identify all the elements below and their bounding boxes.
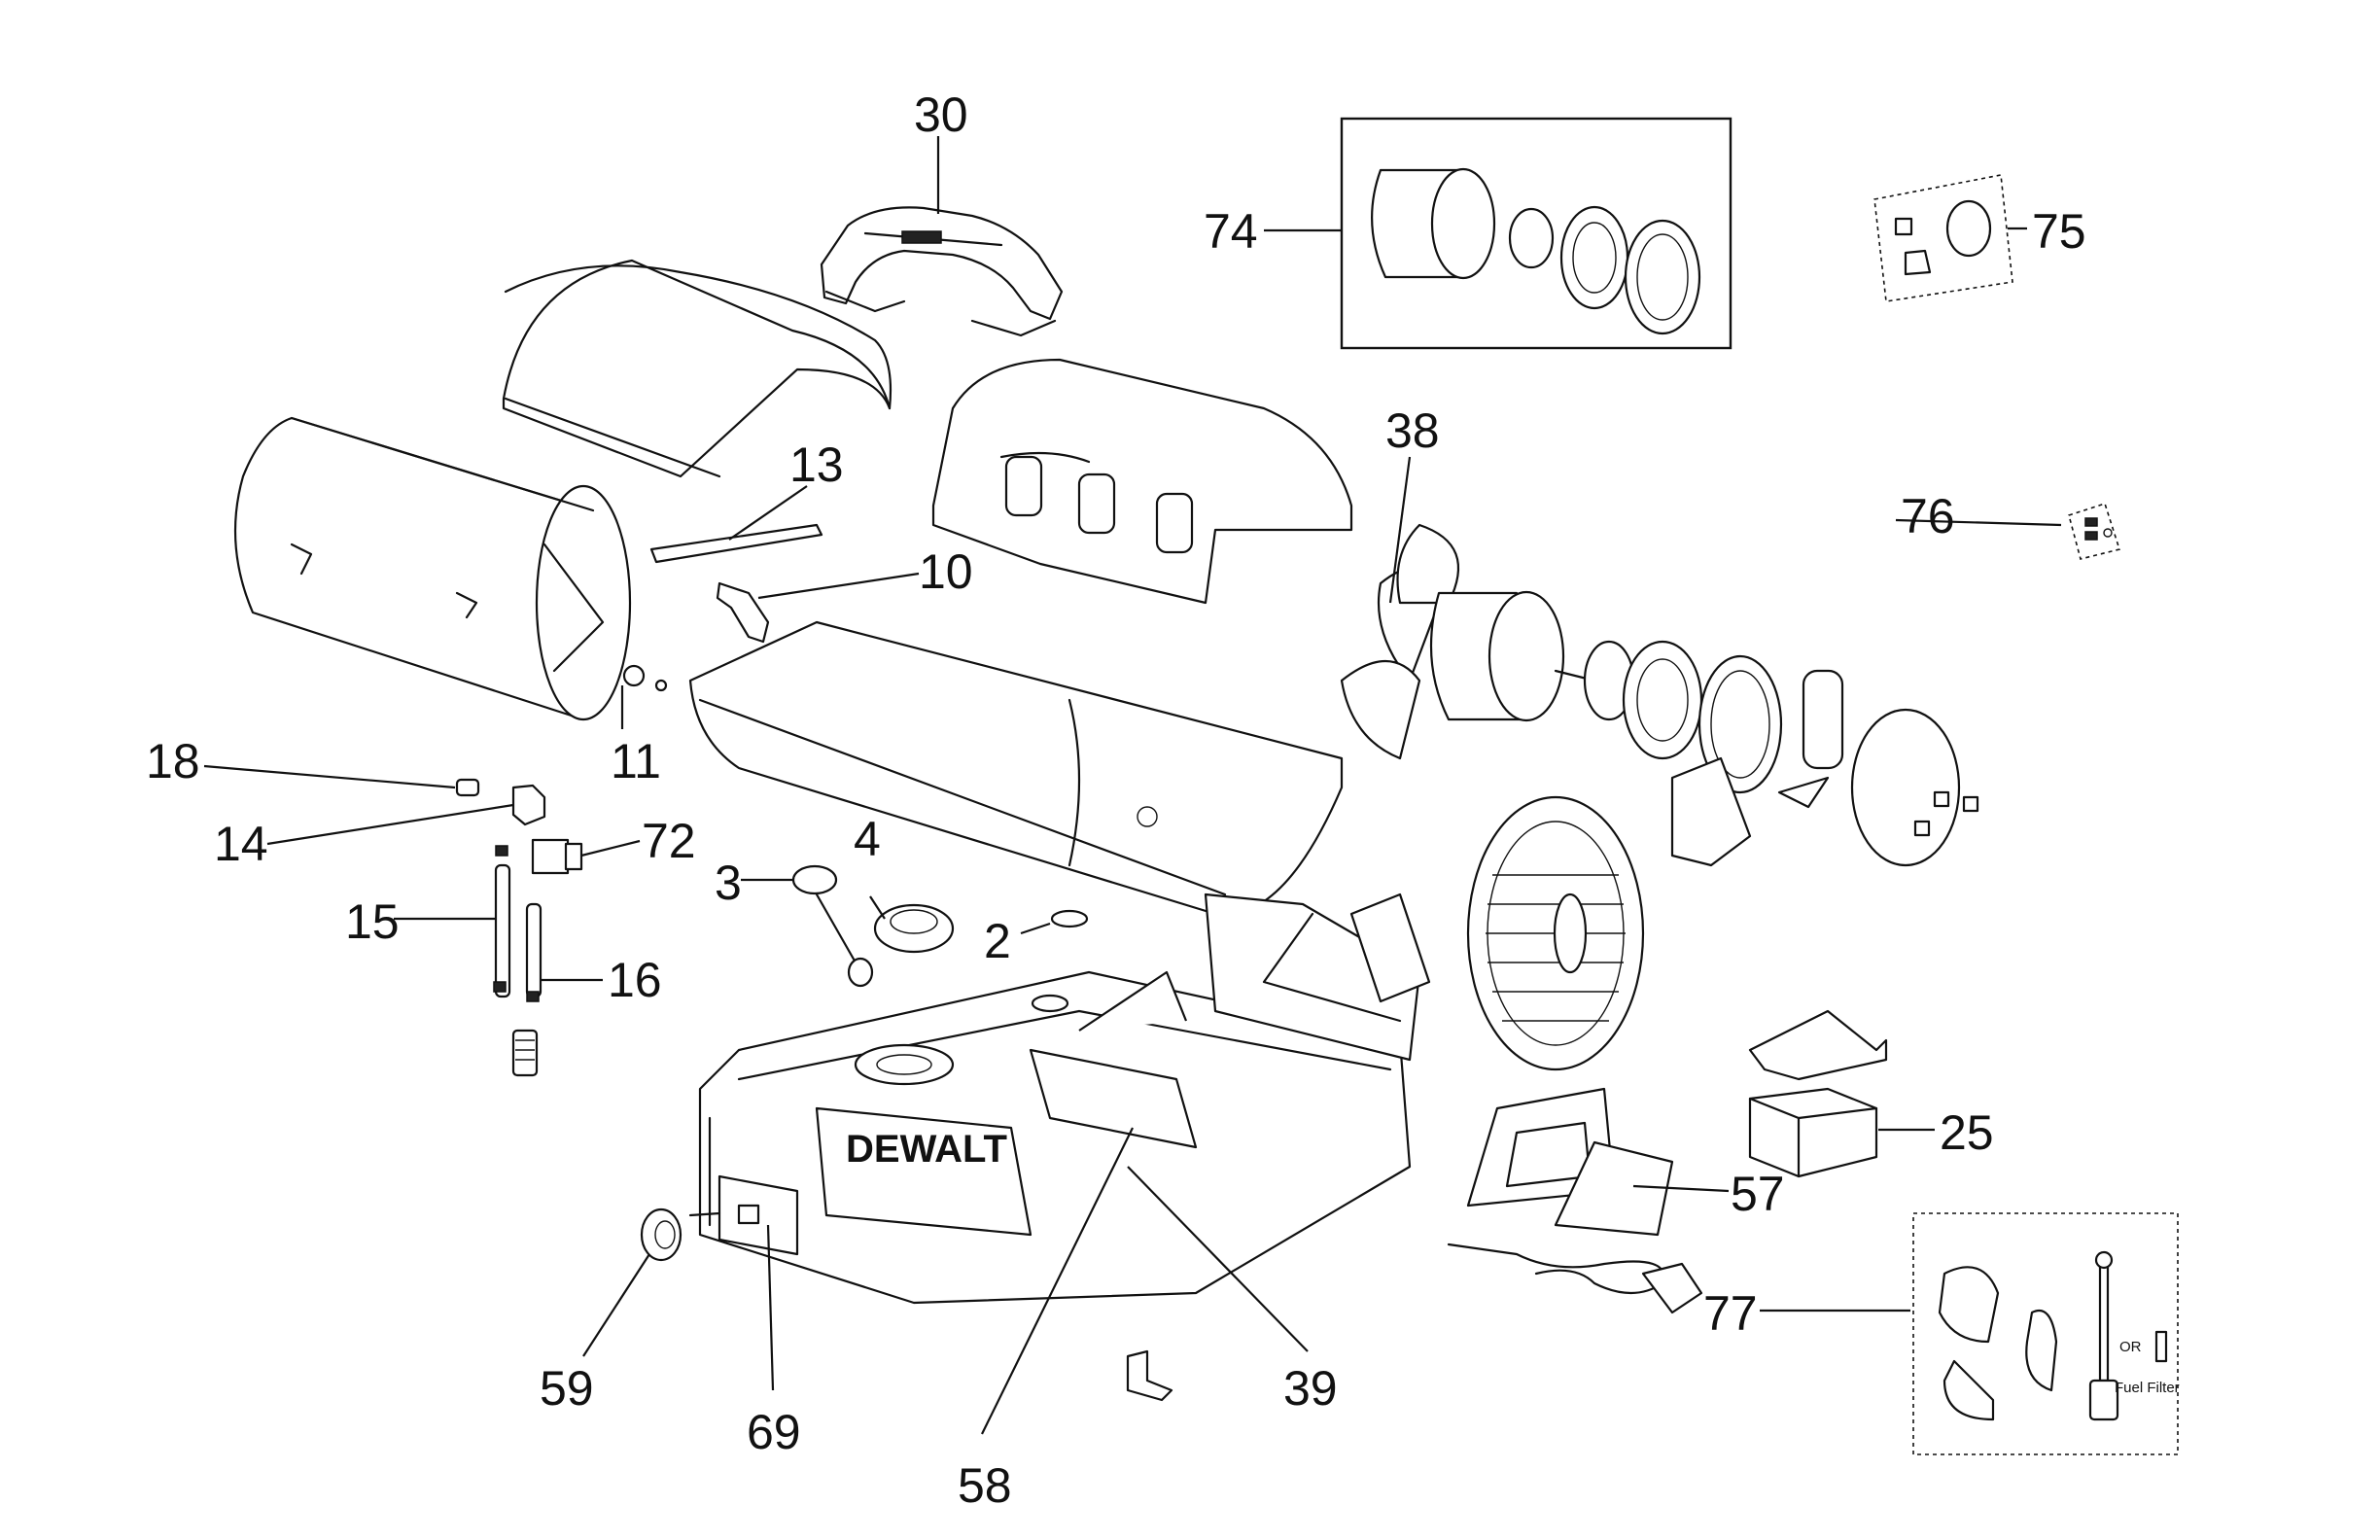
part-burner-plate xyxy=(1777,669,1979,867)
part-fan-guard xyxy=(1466,795,1645,1071)
kit-74-box xyxy=(1340,117,1732,350)
part-pump-rings xyxy=(1583,640,1783,867)
part-4-tank-cap xyxy=(873,903,955,954)
callout-13: 13 xyxy=(789,438,844,492)
callout-38: 38 xyxy=(1385,403,1440,458)
kit-77-box: OR Fuel Filter xyxy=(1912,1212,2180,1455)
part-13-bracket xyxy=(649,523,823,564)
part-3-fuel-gauge xyxy=(791,864,874,988)
callout-16: 16 xyxy=(608,953,662,1007)
fuel-filter-label: Fuel Filter xyxy=(2115,1380,2180,1396)
part-power-cord xyxy=(1447,1242,1703,1314)
callout-25: 25 xyxy=(1940,1105,1994,1160)
part-10-bracket xyxy=(716,581,770,644)
callout-58: 58 xyxy=(958,1458,1012,1513)
part-57-board xyxy=(1466,1087,1674,1237)
callout-30: 30 xyxy=(914,88,968,142)
callout-18: 18 xyxy=(146,734,200,788)
leader-lines xyxy=(203,136,2062,1435)
callout-14: 14 xyxy=(214,817,268,871)
part-2-grommet xyxy=(1031,909,1089,1013)
or-label: OR xyxy=(2119,1339,2142,1355)
callout-4: 4 xyxy=(854,812,881,866)
part-handle xyxy=(820,206,1064,337)
callout-15: 15 xyxy=(345,894,400,949)
callout-77: 77 xyxy=(1703,1286,1758,1341)
callout-72: 72 xyxy=(642,814,696,868)
callout-75: 75 xyxy=(2032,204,2086,259)
callout-69: 69 xyxy=(747,1405,801,1459)
callout-11: 11 xyxy=(611,734,661,788)
part-lower-shell xyxy=(688,620,1344,916)
part-59-knob xyxy=(640,1208,682,1262)
callout-74: 74 xyxy=(1204,204,1258,259)
callout-10: 10 xyxy=(919,544,973,599)
kit-76-box xyxy=(2068,502,2121,560)
part-motor xyxy=(1429,590,1596,722)
callout-39: 39 xyxy=(1283,1361,1338,1416)
part-fuel-fittings xyxy=(455,778,583,1077)
callouts: 30 74 75 38 13 10 76 11 18 14 72 3 4 15 … xyxy=(146,88,2086,1513)
callout-76: 76 xyxy=(1901,489,1955,543)
kit-75-box xyxy=(1873,174,2013,302)
part-upper-shroud-rear xyxy=(502,259,892,478)
callout-59: 59 xyxy=(540,1361,594,1416)
brand-label: DEWALT xyxy=(846,1128,1007,1171)
part-69-panel xyxy=(688,1174,799,1256)
part-38-fan xyxy=(1340,523,1460,760)
part-bottom-bracket xyxy=(1126,1349,1173,1402)
part-rear-cylinder xyxy=(233,416,632,721)
callout-3: 3 xyxy=(715,856,742,910)
part-base-tank: DEWALT xyxy=(698,892,1431,1305)
callout-2: 2 xyxy=(984,914,1011,968)
callout-57: 57 xyxy=(1731,1167,1785,1221)
part-11 xyxy=(622,664,668,692)
part-25-ignitor xyxy=(1748,1009,1888,1178)
part-upper-shroud-front xyxy=(931,358,1353,605)
